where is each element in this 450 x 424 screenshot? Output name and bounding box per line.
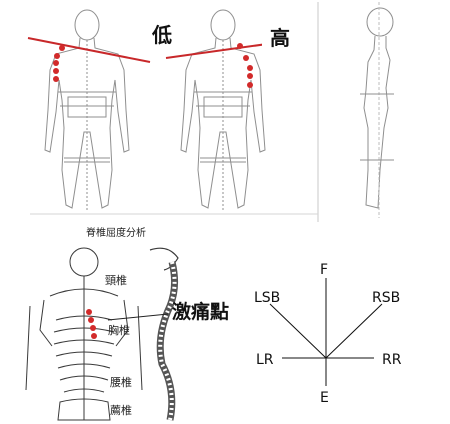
pain-dot [53, 76, 59, 82]
cervical-label: 頸椎 [105, 273, 127, 287]
thoracic-label: 胸椎 [108, 323, 130, 337]
shoulder-tilt-line-left [27, 37, 151, 63]
back-skeleton [25, 247, 143, 421]
lumbar-label: 腰椎 [110, 375, 132, 389]
high-label: 高 [270, 26, 290, 50]
pain-dot [247, 82, 253, 88]
high-label-background [262, 24, 312, 48]
pain-dot [243, 55, 249, 61]
direction-label-f: F [320, 262, 328, 278]
direction-label-lr: LR [256, 352, 274, 368]
trigger-dot [86, 309, 92, 315]
pain-dot [247, 65, 253, 71]
trigger-dot [91, 333, 97, 339]
pain-points-left [53, 45, 65, 82]
direction-label-e: E [320, 390, 329, 406]
trigger-point-pointer [107, 313, 169, 321]
left-side-bend-axis [269, 303, 327, 359]
side-body-figure [360, 2, 394, 218]
direction-label-rr: RR [382, 352, 402, 368]
direction-label-lsb: LSB [254, 290, 280, 306]
trigger-dot [90, 325, 96, 331]
sacral-label: 薦椎 [110, 403, 132, 417]
right-side-bend-axis [325, 303, 383, 359]
pain-dot [53, 68, 59, 74]
spine-analysis-title: 脊椎屈度分析 [86, 226, 146, 239]
low-label: 低 [151, 23, 172, 47]
side-spine-illustration [149, 247, 179, 421]
pain-dot [59, 45, 65, 51]
trigger-point-label: 激痛點 [172, 300, 229, 323]
pain-dot [247, 73, 253, 79]
front-body-figure-right [180, 9, 266, 210]
pain-points-right [237, 43, 253, 88]
pain-dot [54, 53, 60, 59]
trigger-dot [88, 317, 94, 323]
pain-dot [237, 43, 243, 49]
pain-dot [53, 60, 59, 66]
movement-direction-diagram [269, 278, 383, 386]
direction-label-rsb: RSB [372, 290, 400, 306]
front-body-figure-left [44, 9, 130, 210]
trigger-points [86, 309, 97, 339]
